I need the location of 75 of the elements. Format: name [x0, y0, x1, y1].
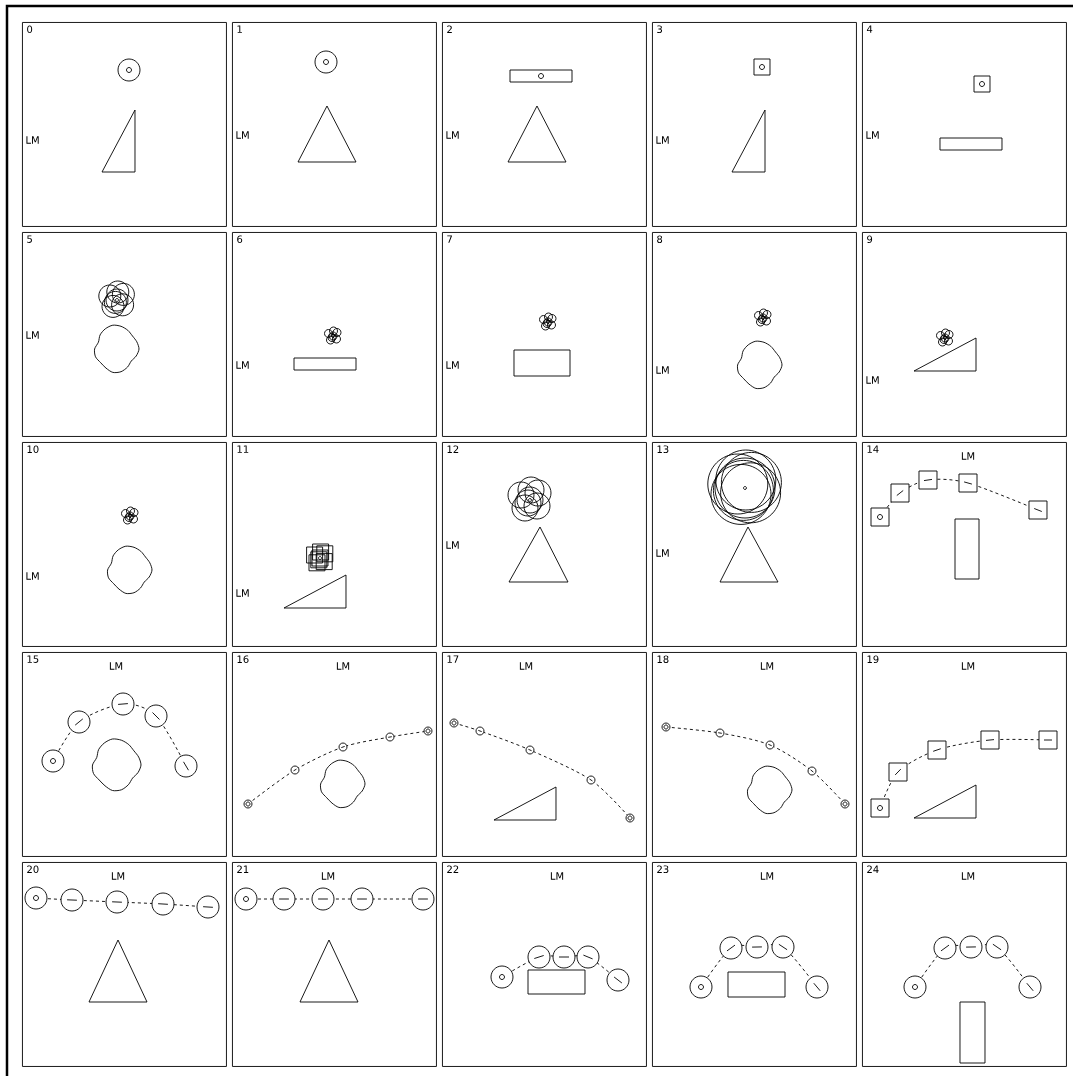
panel [652, 652, 857, 857]
panel [232, 442, 437, 647]
lm-label: LM [446, 361, 459, 369]
lm-label: LM [961, 872, 975, 880]
panel-number: 22 [447, 865, 459, 873]
lm-label: LM [550, 872, 564, 880]
panel [22, 232, 227, 437]
panel [652, 442, 857, 647]
panel-number: 1 [237, 25, 242, 33]
panel-number: 21 [237, 865, 249, 873]
lm-label: LM [866, 131, 879, 139]
lm-label: LM [236, 361, 249, 369]
panel [22, 442, 227, 647]
panel [232, 862, 437, 1067]
panel-number: 20 [27, 865, 39, 873]
panel-number: 14 [867, 445, 879, 453]
panel [862, 442, 1067, 647]
panel-number: 23 [657, 865, 669, 873]
panel [862, 22, 1067, 227]
panel-number: 17 [447, 655, 459, 663]
panel-number: 16 [237, 655, 249, 663]
panel-number: 12 [447, 445, 459, 453]
lm-label: LM [519, 662, 533, 670]
lm-label: LM [236, 589, 249, 597]
panel-number: 7 [447, 235, 452, 243]
panel [652, 862, 857, 1067]
panel-number: 8 [657, 235, 663, 243]
panel-number: 10 [27, 445, 39, 453]
panel-number: 9 [867, 235, 873, 243]
panel [442, 22, 647, 227]
panel-number: 0 [27, 25, 33, 33]
panel-number: 13 [657, 445, 669, 453]
panel [652, 22, 857, 227]
panel-number: 24 [867, 865, 879, 873]
panel-number: 5 [27, 235, 32, 243]
lm-label: LM [760, 872, 774, 880]
panel [442, 232, 647, 437]
lm-label: LM [111, 872, 125, 880]
panel [862, 652, 1067, 857]
panel-number: 3 [657, 25, 662, 33]
panel-number: 15 [27, 655, 39, 663]
panel-number: 2 [447, 25, 452, 33]
panel [232, 652, 437, 857]
lm-label: LM [961, 452, 975, 460]
lm-label: LM [109, 662, 123, 670]
lm-label: LM [26, 136, 39, 144]
lm-label: LM [26, 572, 39, 580]
panel-number: 4 [866, 25, 873, 33]
lm-label: LM [26, 331, 39, 339]
panel-number: 6 [237, 235, 243, 243]
panel [22, 862, 227, 1067]
lm-label: LM [321, 872, 335, 880]
lm-label: LM [446, 541, 459, 549]
lm-label: LM [656, 136, 669, 144]
lm-label: LM [961, 662, 975, 670]
panel-number: 19 [867, 655, 879, 663]
panel-number: 18 [657, 655, 669, 663]
panel-number: 11 [237, 445, 249, 453]
panel [442, 652, 647, 857]
panel [862, 232, 1067, 437]
lm-label: LM [656, 549, 669, 557]
panel [22, 22, 227, 227]
panel [862, 862, 1067, 1067]
panel [232, 232, 437, 437]
lm-label: LM [760, 662, 774, 670]
lm-label: LM [446, 131, 459, 139]
lm-label: LM [336, 662, 350, 670]
panel [652, 232, 857, 437]
panel [442, 442, 647, 647]
lm-label: LM [866, 376, 879, 384]
panel [232, 22, 437, 227]
lm-label: LM [656, 366, 669, 374]
panel [442, 862, 647, 1067]
panel [22, 652, 227, 857]
lm-label: LM [236, 131, 249, 139]
